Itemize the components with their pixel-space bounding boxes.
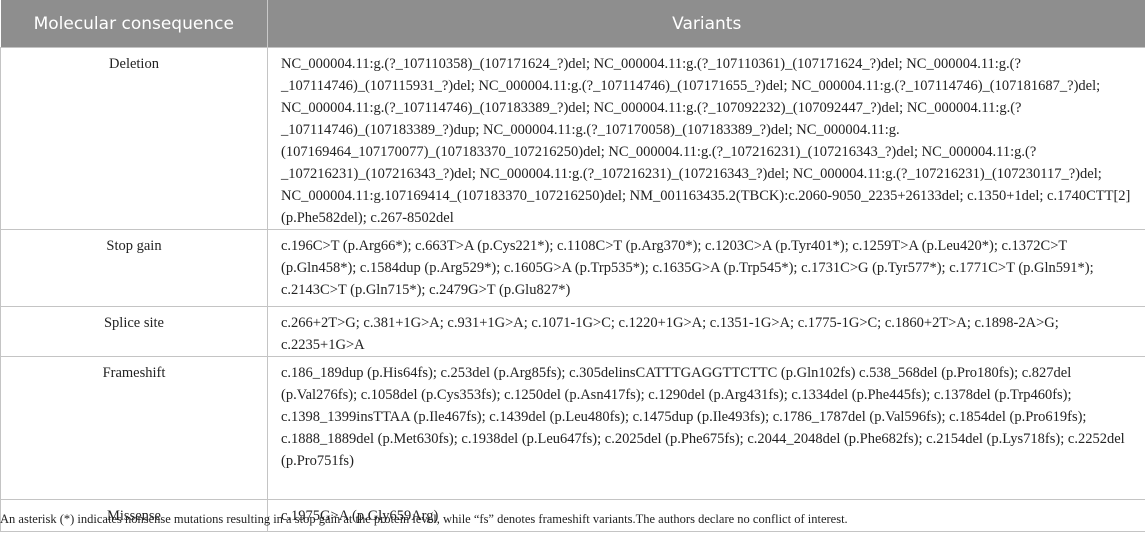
- table-header-row: Molecular consequence Variants: [0, 0, 1145, 48]
- consequence-cell: Stop gain: [0, 229, 268, 307]
- header-variants: Variants: [267, 0, 1145, 48]
- consequence-cell: Missense: [0, 499, 268, 532]
- table-footnote: An asterisk (*) indicates nonsense mutat…: [0, 512, 848, 526]
- table-row-deletion: Deletion NC_000004.11:g.(?_107110358)_(1…: [0, 47, 1145, 230]
- consequence-cell: Deletion: [0, 47, 268, 230]
- table-row-frameshift: Frameshift c.186_189dup (p.His64fs); c.2…: [0, 356, 1145, 500]
- variants-cell: c.186_189dup (p.His64fs); c.253del (p.Ar…: [267, 356, 1145, 500]
- consequence-cell: Splice site: [0, 306, 268, 357]
- table-row-splice-site: Splice site c.266+2T>G; c.381+1G>A; c.93…: [0, 306, 1145, 357]
- variants-cell: c.266+2T>G; c.381+1G>A; c.931+1G>A; c.10…: [267, 306, 1145, 357]
- table-row-missense: Missense c.1975G>A (p.Gly659Arg): [0, 499, 1145, 532]
- header-molecular-consequence: Molecular consequence: [0, 0, 268, 48]
- consequence-cell: Frameshift: [0, 356, 268, 500]
- variants-cell: NC_000004.11:g.(?_107110358)_(107171624_…: [267, 47, 1145, 230]
- table-row-stop-gain: Stop gain c.196C>T (p.Arg66*); c.663T>A …: [0, 229, 1145, 307]
- variants-cell: c.196C>T (p.Arg66*); c.663T>A (p.Cys221*…: [267, 229, 1145, 307]
- variants-cell: c.1975G>A (p.Gly659Arg): [267, 499, 1145, 532]
